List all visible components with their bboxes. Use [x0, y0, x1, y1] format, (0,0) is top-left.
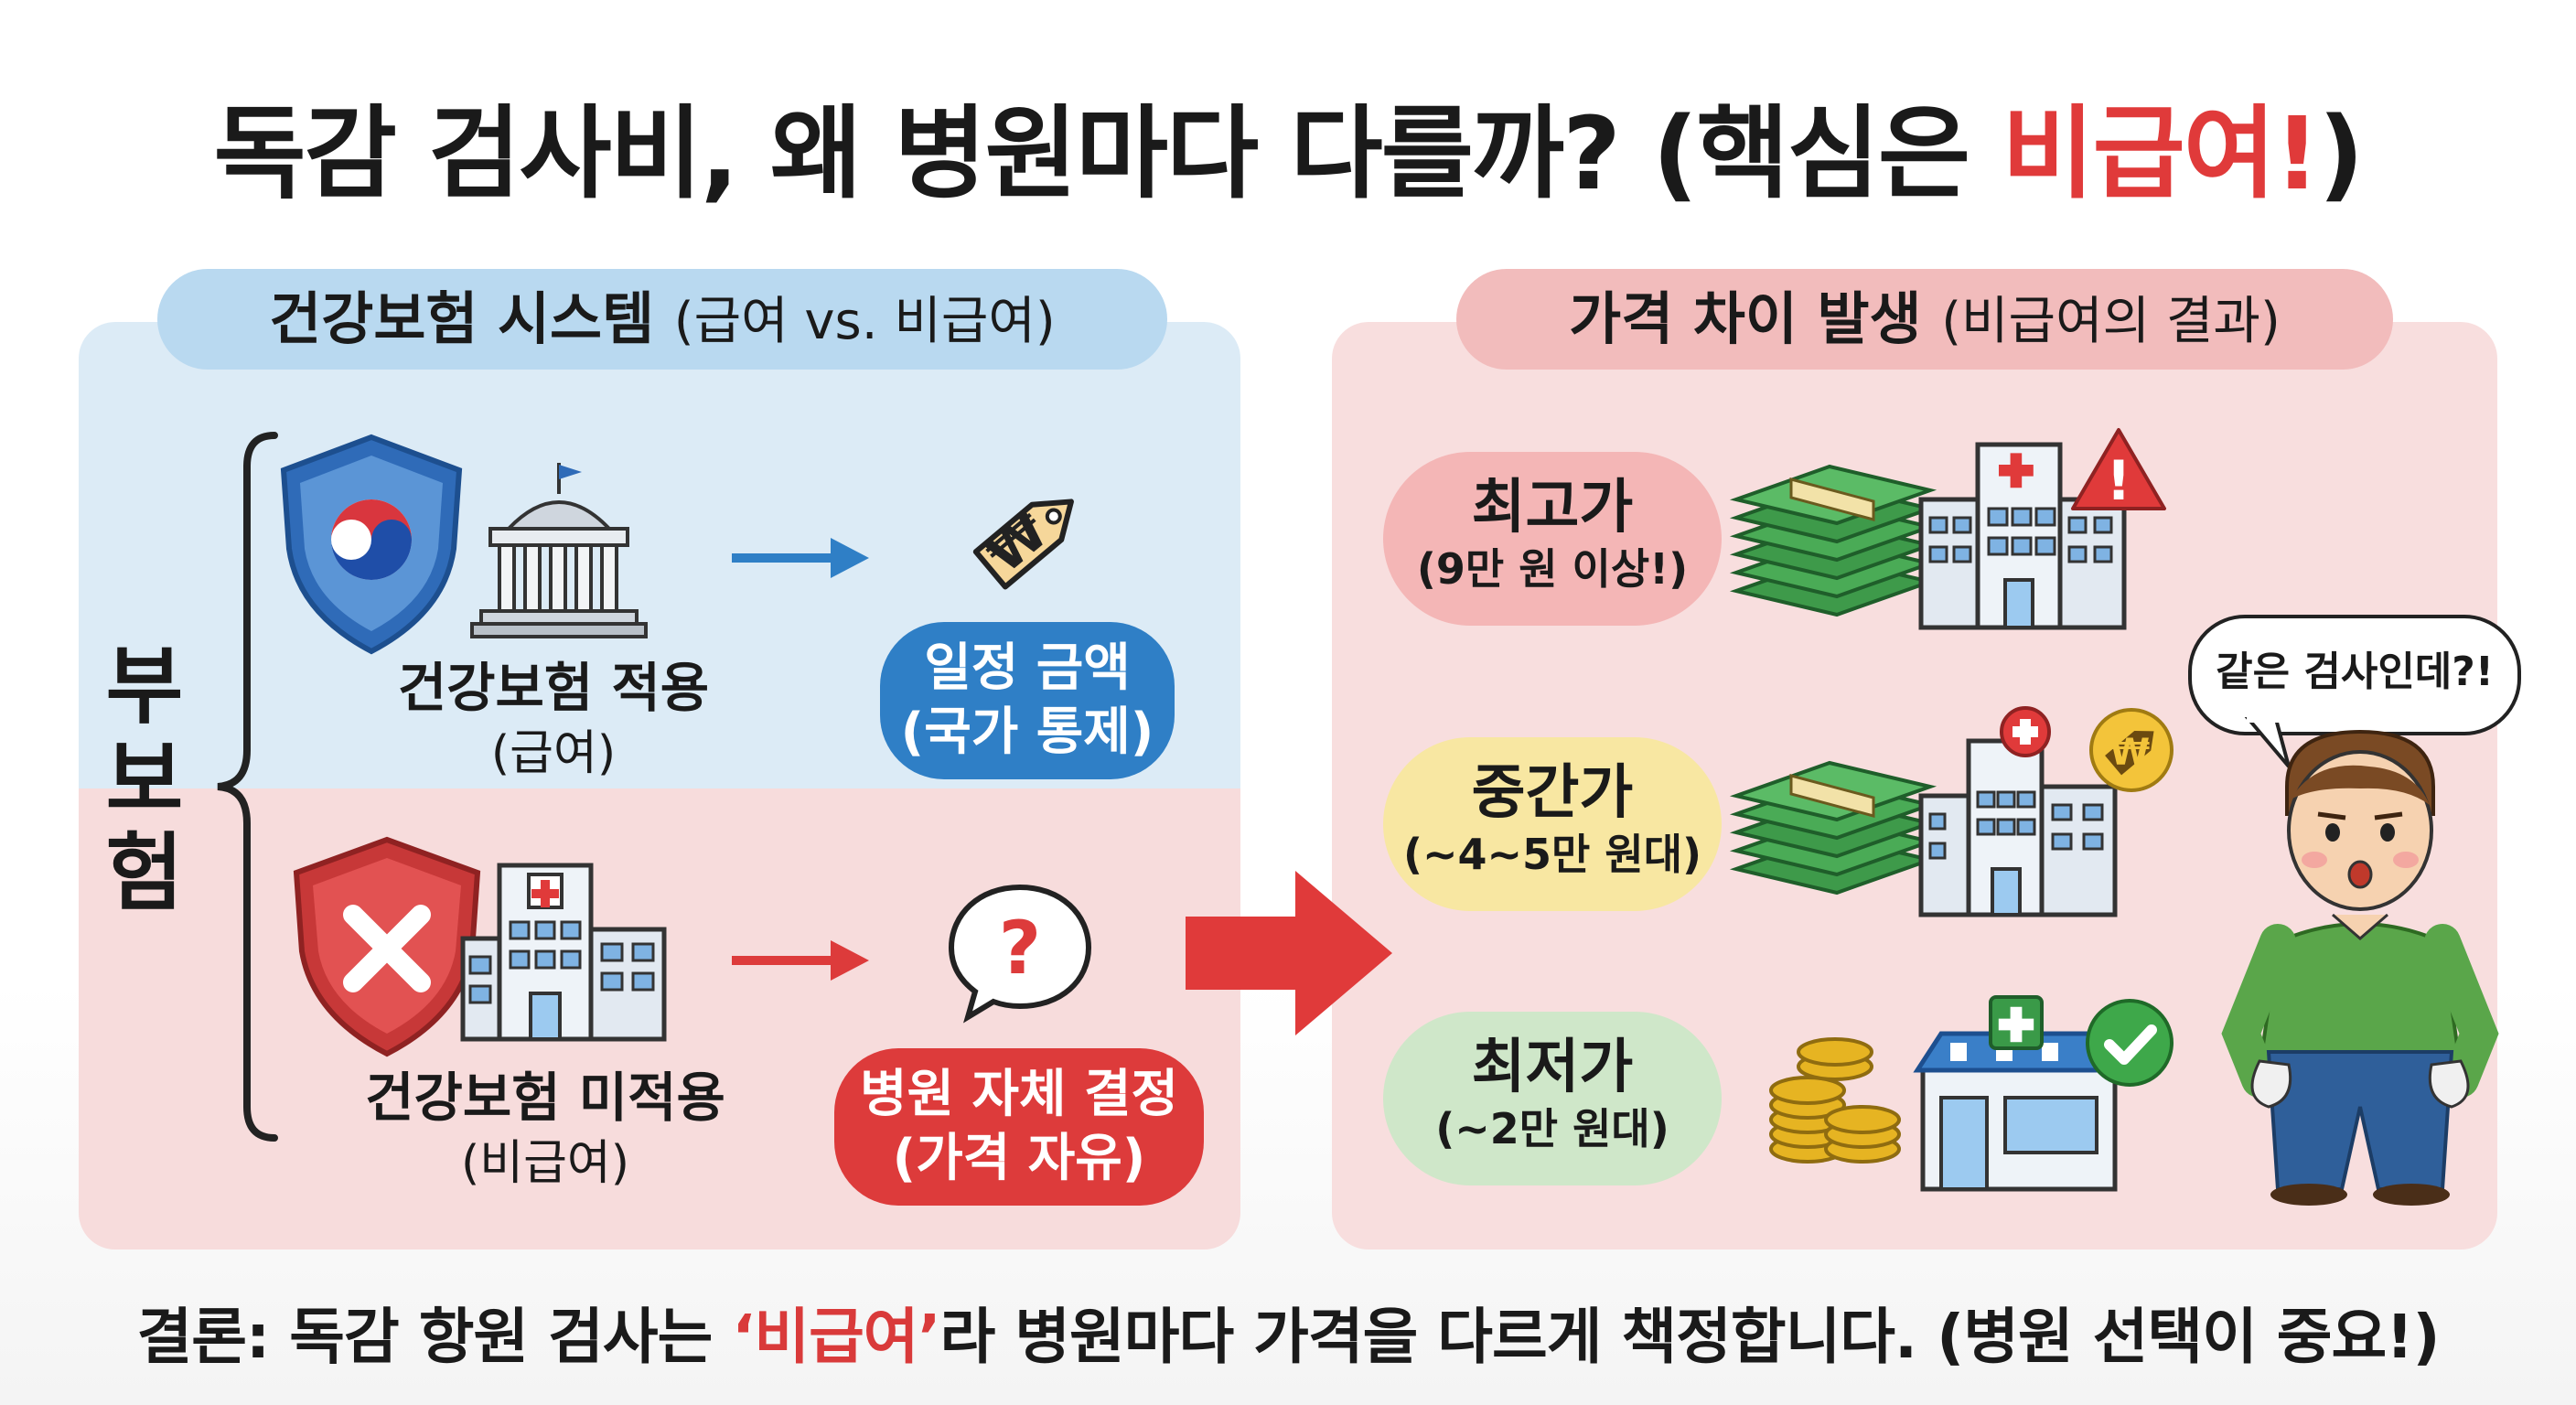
price-tier-mid-name: 중간가 — [1471, 759, 1634, 827]
money-stack-large-icon — [1729, 464, 1937, 617]
speech-tail-icon — [2244, 715, 2291, 768]
title-highlight: 비급여! — [2002, 95, 2320, 212]
warning-exclaim: ! — [2106, 449, 2131, 513]
uncovered-label-text: 건강보험 미적용 — [365, 1067, 725, 1129]
page-title: 독감 검사비, 왜 병원마다 다를까? (핵심은 비급여!) — [0, 71, 2576, 218]
won-symbol-small: ₩ — [2109, 732, 2150, 774]
hospital-decides-line1: 병원 자체 결정 — [859, 1065, 1179, 1124]
conclusion-highlight: ‘비급여’ — [732, 1302, 940, 1372]
fixed-price-line1: 일정 금액 — [924, 638, 1131, 698]
price-difference-header: 가격 차이 발생 (비급여의 결과) — [1456, 269, 2393, 370]
price-tier-high: 최고가(9만 원 이상!) — [1383, 452, 1722, 626]
blue-arrow-icon — [732, 538, 869, 578]
price-header-main: 가격 차이 발생 — [1569, 285, 1922, 352]
hospital-warning-icon: ! — [1918, 428, 2166, 630]
red-arrow-icon — [732, 940, 869, 981]
fixed-price-tag: 일정 금액(국가 통제) — [880, 622, 1175, 779]
title-tail: ) — [2318, 95, 2364, 212]
hospital-decides-tag: 병원 자체 결정(가격 자유) — [834, 1048, 1204, 1206]
speech-bubble: 같은 검사인데?! — [2188, 615, 2521, 735]
uncovered-label: 건강보험 미적용 (비급여) — [317, 1065, 774, 1196]
question-mark: ? — [999, 906, 1041, 991]
hospital-decides-line2: (가격 자유) — [892, 1129, 1146, 1188]
insurance-header-main: 건강보험 시스템 — [269, 285, 655, 352]
price-tier-high-name: 최고가 — [1471, 474, 1634, 542]
confused-person-icon — [2221, 729, 2499, 1206]
conclusion-pre: 결론: 독감 항원 검사는 — [136, 1302, 733, 1372]
big-red-arrow-icon — [1186, 871, 1392, 1035]
uncovered-sub-text: (비급여) — [460, 1136, 630, 1191]
blue-shield-icon — [280, 434, 463, 655]
money-stack-medium-icon — [1729, 760, 1937, 896]
brace-icon — [217, 432, 278, 1142]
fixed-price-line2: (국가 통제) — [900, 702, 1154, 762]
price-tag-icon: ₩ — [972, 499, 1074, 590]
price-tier-low-detail: (~2만 원대) — [1435, 1104, 1669, 1153]
title-main: 독감 검사비, 왜 병원마다 다를까? (핵심은 — [213, 95, 2002, 212]
conclusion: 결론: 독감 항원 검사는 ‘비급여’라 병원마다 가격을 다르게 책정합니다.… — [0, 1288, 2576, 1376]
hospital-building-icon — [460, 863, 667, 1042]
hospital-price-tag-icon: ₩ — [1918, 706, 2174, 917]
covered-sub-text: (급여) — [490, 726, 617, 781]
price-tier-high-detail: (9만 원 이상!) — [1416, 544, 1689, 594]
price-tier-mid-detail: (~4~5만 원대) — [1402, 830, 1702, 879]
covered-label: 건강보험 적용 (급여) — [357, 655, 750, 787]
coin-stack-icon — [1769, 1037, 1901, 1164]
price-header-sub: (비급여의 결과) — [1941, 292, 2281, 351]
government-building-icon — [470, 463, 648, 638]
conclusion-post: 라 병원마다 가격을 다르게 책정합니다. (병원 선택이 중요!) — [939, 1302, 2441, 1372]
vertical-label: 부보험 — [105, 638, 184, 922]
covered-label-text: 건강보험 적용 — [397, 657, 710, 719]
price-tier-low: 최저가(~2만 원대) — [1383, 1012, 1722, 1185]
question-bubble-icon: ? — [948, 884, 1092, 1024]
price-tier-low-name: 최저가 — [1471, 1034, 1634, 1101]
insurance-header-sub: (급여 vs. 비급여) — [673, 292, 1056, 351]
insurance-system-header: 건강보험 시스템 (급여 vs. 비급여) — [157, 269, 1167, 370]
clinic-check-icon — [1913, 995, 2174, 1192]
price-tier-mid: 중간가(~4~5만 원대) — [1383, 737, 1722, 911]
